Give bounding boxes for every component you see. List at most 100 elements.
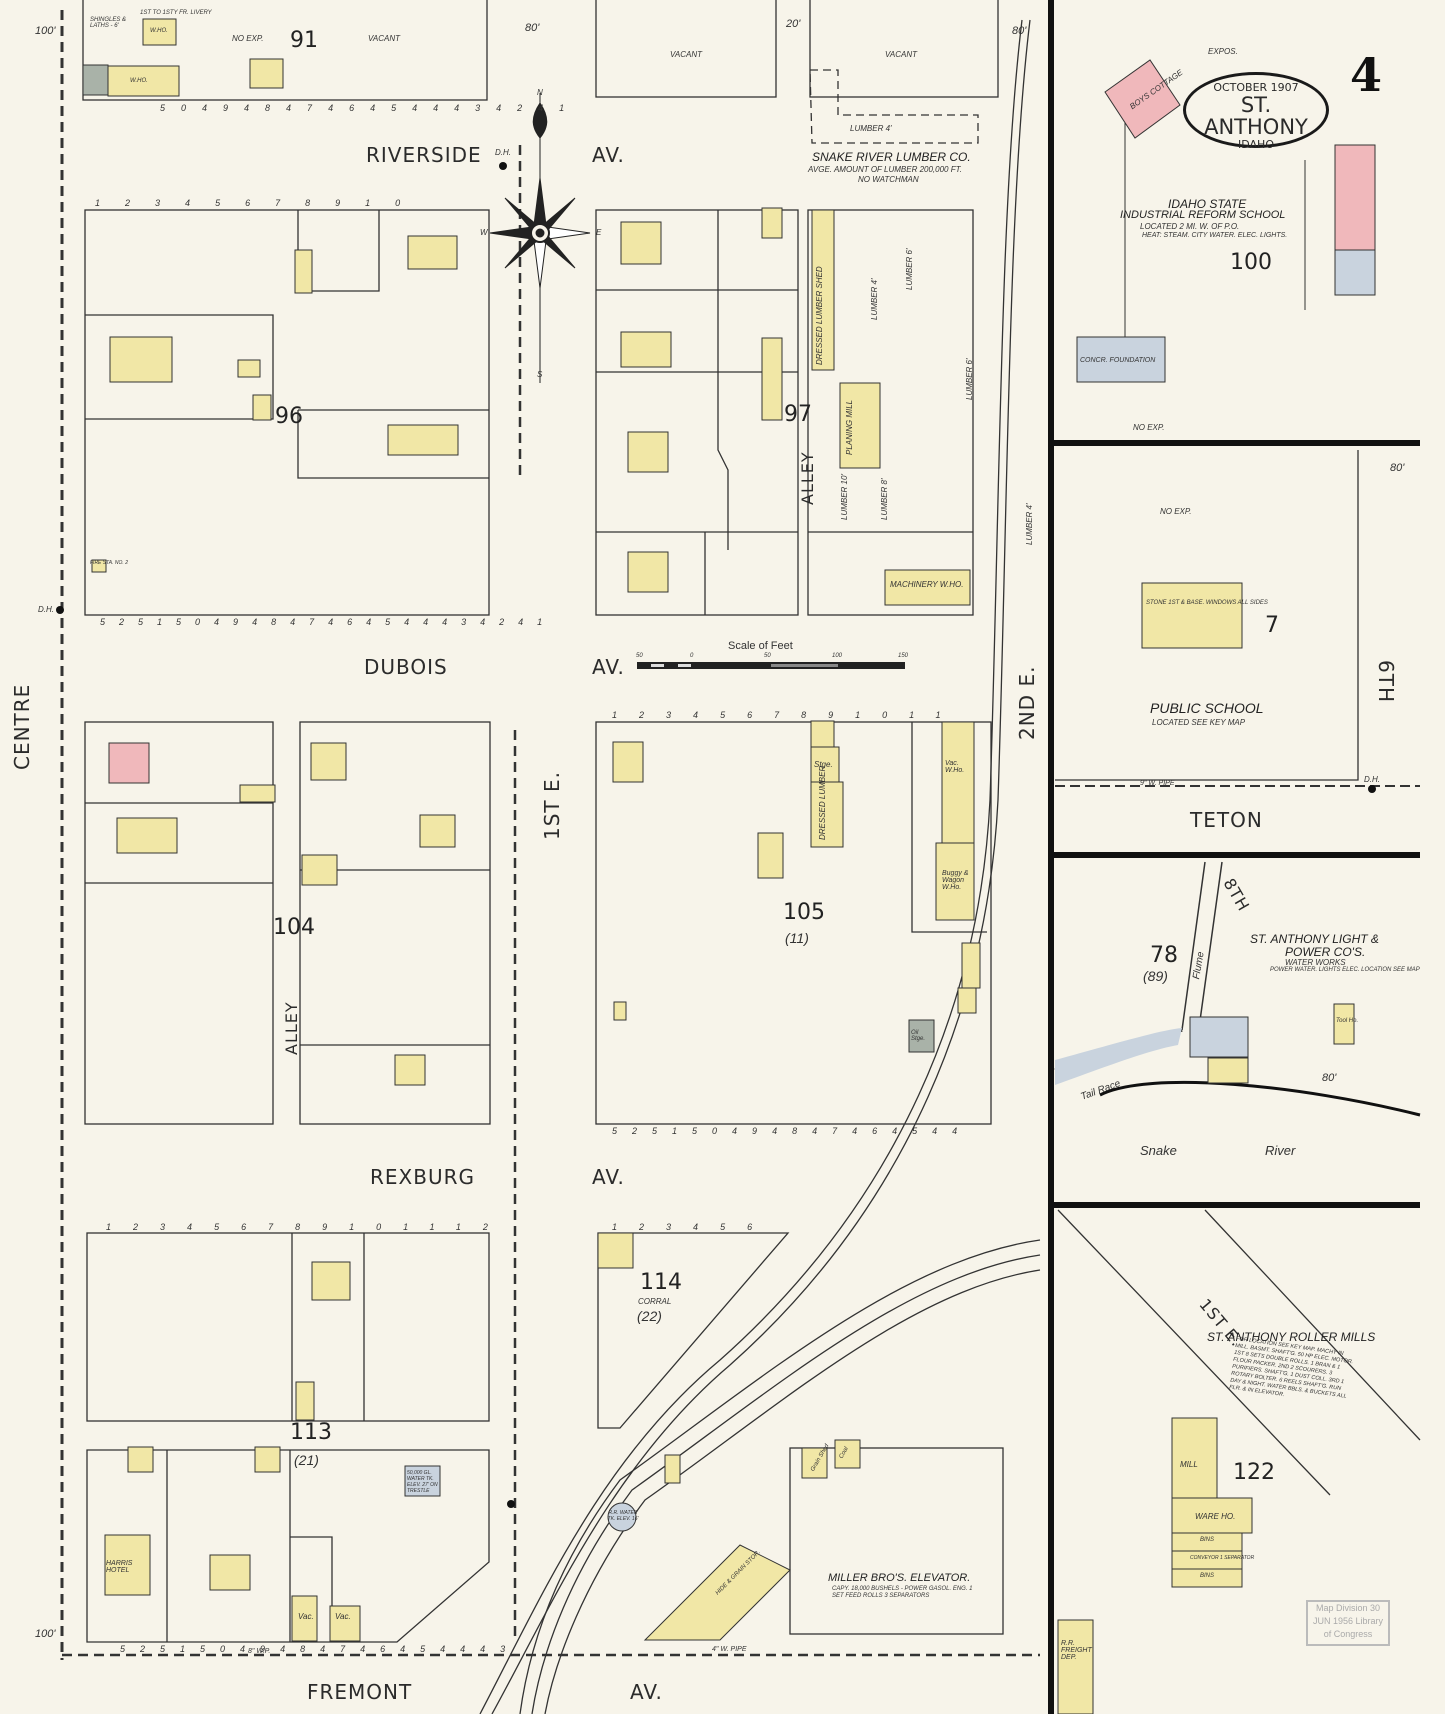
building-boxcar <box>664 1454 681 1484</box>
block-old-number-78: (89) <box>1143 968 1168 984</box>
label-buggy-wagon: Buggy & Wagon W.Ho. <box>942 870 969 891</box>
building-dwelling-104a <box>108 742 150 784</box>
label-roller-mills: ST. ANTHONY ROLLER MILLS <box>1207 1330 1376 1344</box>
map-date: OCTOBER 1907 <box>1213 81 1299 94</box>
street-centre: CENTRE <box>10 683 34 770</box>
building-machinery-who <box>884 569 971 606</box>
width-20-top: 20' <box>786 18 801 30</box>
label-planing-mill: PLANING MILL <box>845 399 854 455</box>
label-lumber-4b: LUMBER 4' <box>1025 503 1034 545</box>
building-small-105 <box>613 1001 627 1021</box>
label-dh-2: D.H. <box>38 605 54 614</box>
label-public-school-note: LOCATED SEE KEY MAP <box>1152 718 1246 727</box>
street-rexburg: REXBURG <box>370 1165 475 1189</box>
rr-track-2 <box>491 19 1031 1714</box>
label-snake-river-lumber: SNAKE RIVER LUMBER CO. <box>812 150 971 164</box>
compass-w: W <box>480 228 488 237</box>
street-alley-97: ALLEY <box>798 451 817 505</box>
label-vacant-top-2: VACANT <box>885 50 918 59</box>
label-vac-who: Vac. W.Ho. <box>945 760 965 774</box>
block-113-north <box>86 1232 490 1422</box>
building-dwelling-104d <box>419 814 456 848</box>
label-miller-bros: MILLER BRO'S. ELEVATOR. <box>828 1572 971 1584</box>
building-shed-97b <box>761 337 783 421</box>
building-ware-ho <box>1171 1497 1253 1534</box>
block-number-91: 91 <box>290 28 318 53</box>
label-expos: EXPOS. <box>1208 47 1238 56</box>
map-title-cartouche: OCTOBER 1907 ST. ANTHONY IDAHO <box>1183 72 1329 151</box>
block-104-west <box>84 721 274 1125</box>
building-dwelling-97d <box>627 551 669 593</box>
rr-water-tank <box>607 1502 637 1532</box>
label-lumber-6a: LUMBER 6' <box>905 248 914 290</box>
label-lumber-4-top: LUMBER 4' <box>850 124 892 133</box>
scale-bar <box>637 662 905 669</box>
lot-numbers-105-bottom: 525150494847464544 <box>612 1126 973 1136</box>
label-vacant-91: VACANT <box>368 34 401 43</box>
building-reform-school-annex <box>1334 249 1376 296</box>
building-tool-ho <box>1333 1003 1355 1045</box>
building-public-school <box>1141 582 1243 649</box>
block-number-114: 114 <box>640 1270 682 1295</box>
building-dwelling-96e <box>387 424 459 456</box>
building-stable-113c <box>254 1446 281 1473</box>
width-80-school: 80' <box>1390 462 1405 474</box>
building-dwelling-96a <box>294 249 313 294</box>
label-water-pipe-9: 9" W. PIPE <box>1140 780 1175 787</box>
label-harris-hotel: HARRIS HOTEL <box>106 1560 133 1574</box>
block-96 <box>84 209 490 616</box>
building-dwelling-97a <box>620 221 662 265</box>
label-miller-bros-note: CAPY. 18,000 BUSHELS - POWER GASOL. ENG.… <box>832 1586 973 1599</box>
building-concr-foundation <box>1076 336 1166 383</box>
label-dressed-lumber-shed: DRESSED LUMBER SHED <box>815 266 824 365</box>
label-w-ho-1: W.HO. <box>150 28 168 34</box>
label-dh-3: D.H. <box>1364 775 1380 784</box>
flume <box>1181 861 1223 1036</box>
building-dwelling-104c <box>310 742 347 781</box>
label-reform-school-3: LOCATED 2 MI. W. OF P.O. <box>1140 222 1240 231</box>
label-no-exp-school: NO EXP. <box>1160 507 1192 516</box>
scale-bar-title: Scale of Feet <box>728 640 793 652</box>
lumber-yard <box>807 209 974 616</box>
building-hide-grain <box>643 1544 791 1641</box>
block-number-78: 78 <box>1150 943 1178 968</box>
label-dh-1: D.H. <box>495 148 511 157</box>
label-snake-river-lumber-note: AVGE. AMOUNT OF LUMBER 200,000 FT. <box>808 165 962 174</box>
label-vac-2: Vac. <box>335 1612 351 1621</box>
building-harris-hotel <box>104 1534 151 1596</box>
building-stable-104a <box>239 784 276 803</box>
building-power-house <box>1207 1057 1249 1084</box>
label-reform-school-4: HEAT: STEAM. CITY WATER. ELEC. LIGHTS. <box>1142 232 1288 239</box>
label-ware-ho: WARE HO. <box>1195 1512 1236 1521</box>
building-stable-113b <box>127 1446 154 1473</box>
block-number-97: 97 <box>784 402 812 427</box>
scale-tick-50a: 50 <box>636 653 643 659</box>
building-vac-2 <box>329 1605 361 1642</box>
block-vacant-1 <box>595 0 777 98</box>
block-104-east <box>299 721 491 1125</box>
street-riverside: RIVERSIDE <box>366 143 482 167</box>
lot-numbers-114-top: 123456 <box>612 1222 775 1232</box>
rr-track-3 <box>519 1239 1041 1714</box>
street-6th: 6TH <box>1374 660 1398 703</box>
label-dressed-lumber: DRESSED LUMBER <box>818 765 827 840</box>
rr-track-5 <box>544 1269 1041 1714</box>
label-reform-school-2: INDUSTRIAL REFORM SCHOOL <box>1120 209 1286 221</box>
building-w-ho-1 <box>142 18 177 46</box>
building-water-tank-113 <box>404 1465 441 1497</box>
lot-numbers-96-bottom: 525150494847464544434241 <box>100 617 557 627</box>
block-old-number-113: (21) <box>294 1452 319 1468</box>
building-dwelling-113a <box>311 1261 351 1301</box>
label-lumber-6b: LUMBER 6' <box>965 358 974 400</box>
building-dwelling-97b <box>620 331 672 368</box>
width-80-power: 80' <box>1322 1072 1337 1084</box>
label-light-power-2: POWER CO'S. <box>1285 945 1366 959</box>
block-114 <box>597 1232 790 1429</box>
tail-race <box>1055 1028 1182 1085</box>
label-shingles: SHINGLES & LATHS - 6' <box>90 17 127 29</box>
building-fire-sta <box>91 559 107 573</box>
building-boys-cottage <box>1104 59 1181 139</box>
lot-numbers-113-top: 123456789101112 <box>106 1222 510 1232</box>
label-light-power-1: ST. ANTHONY LIGHT & <box>1250 932 1379 946</box>
block-97 <box>595 209 799 616</box>
